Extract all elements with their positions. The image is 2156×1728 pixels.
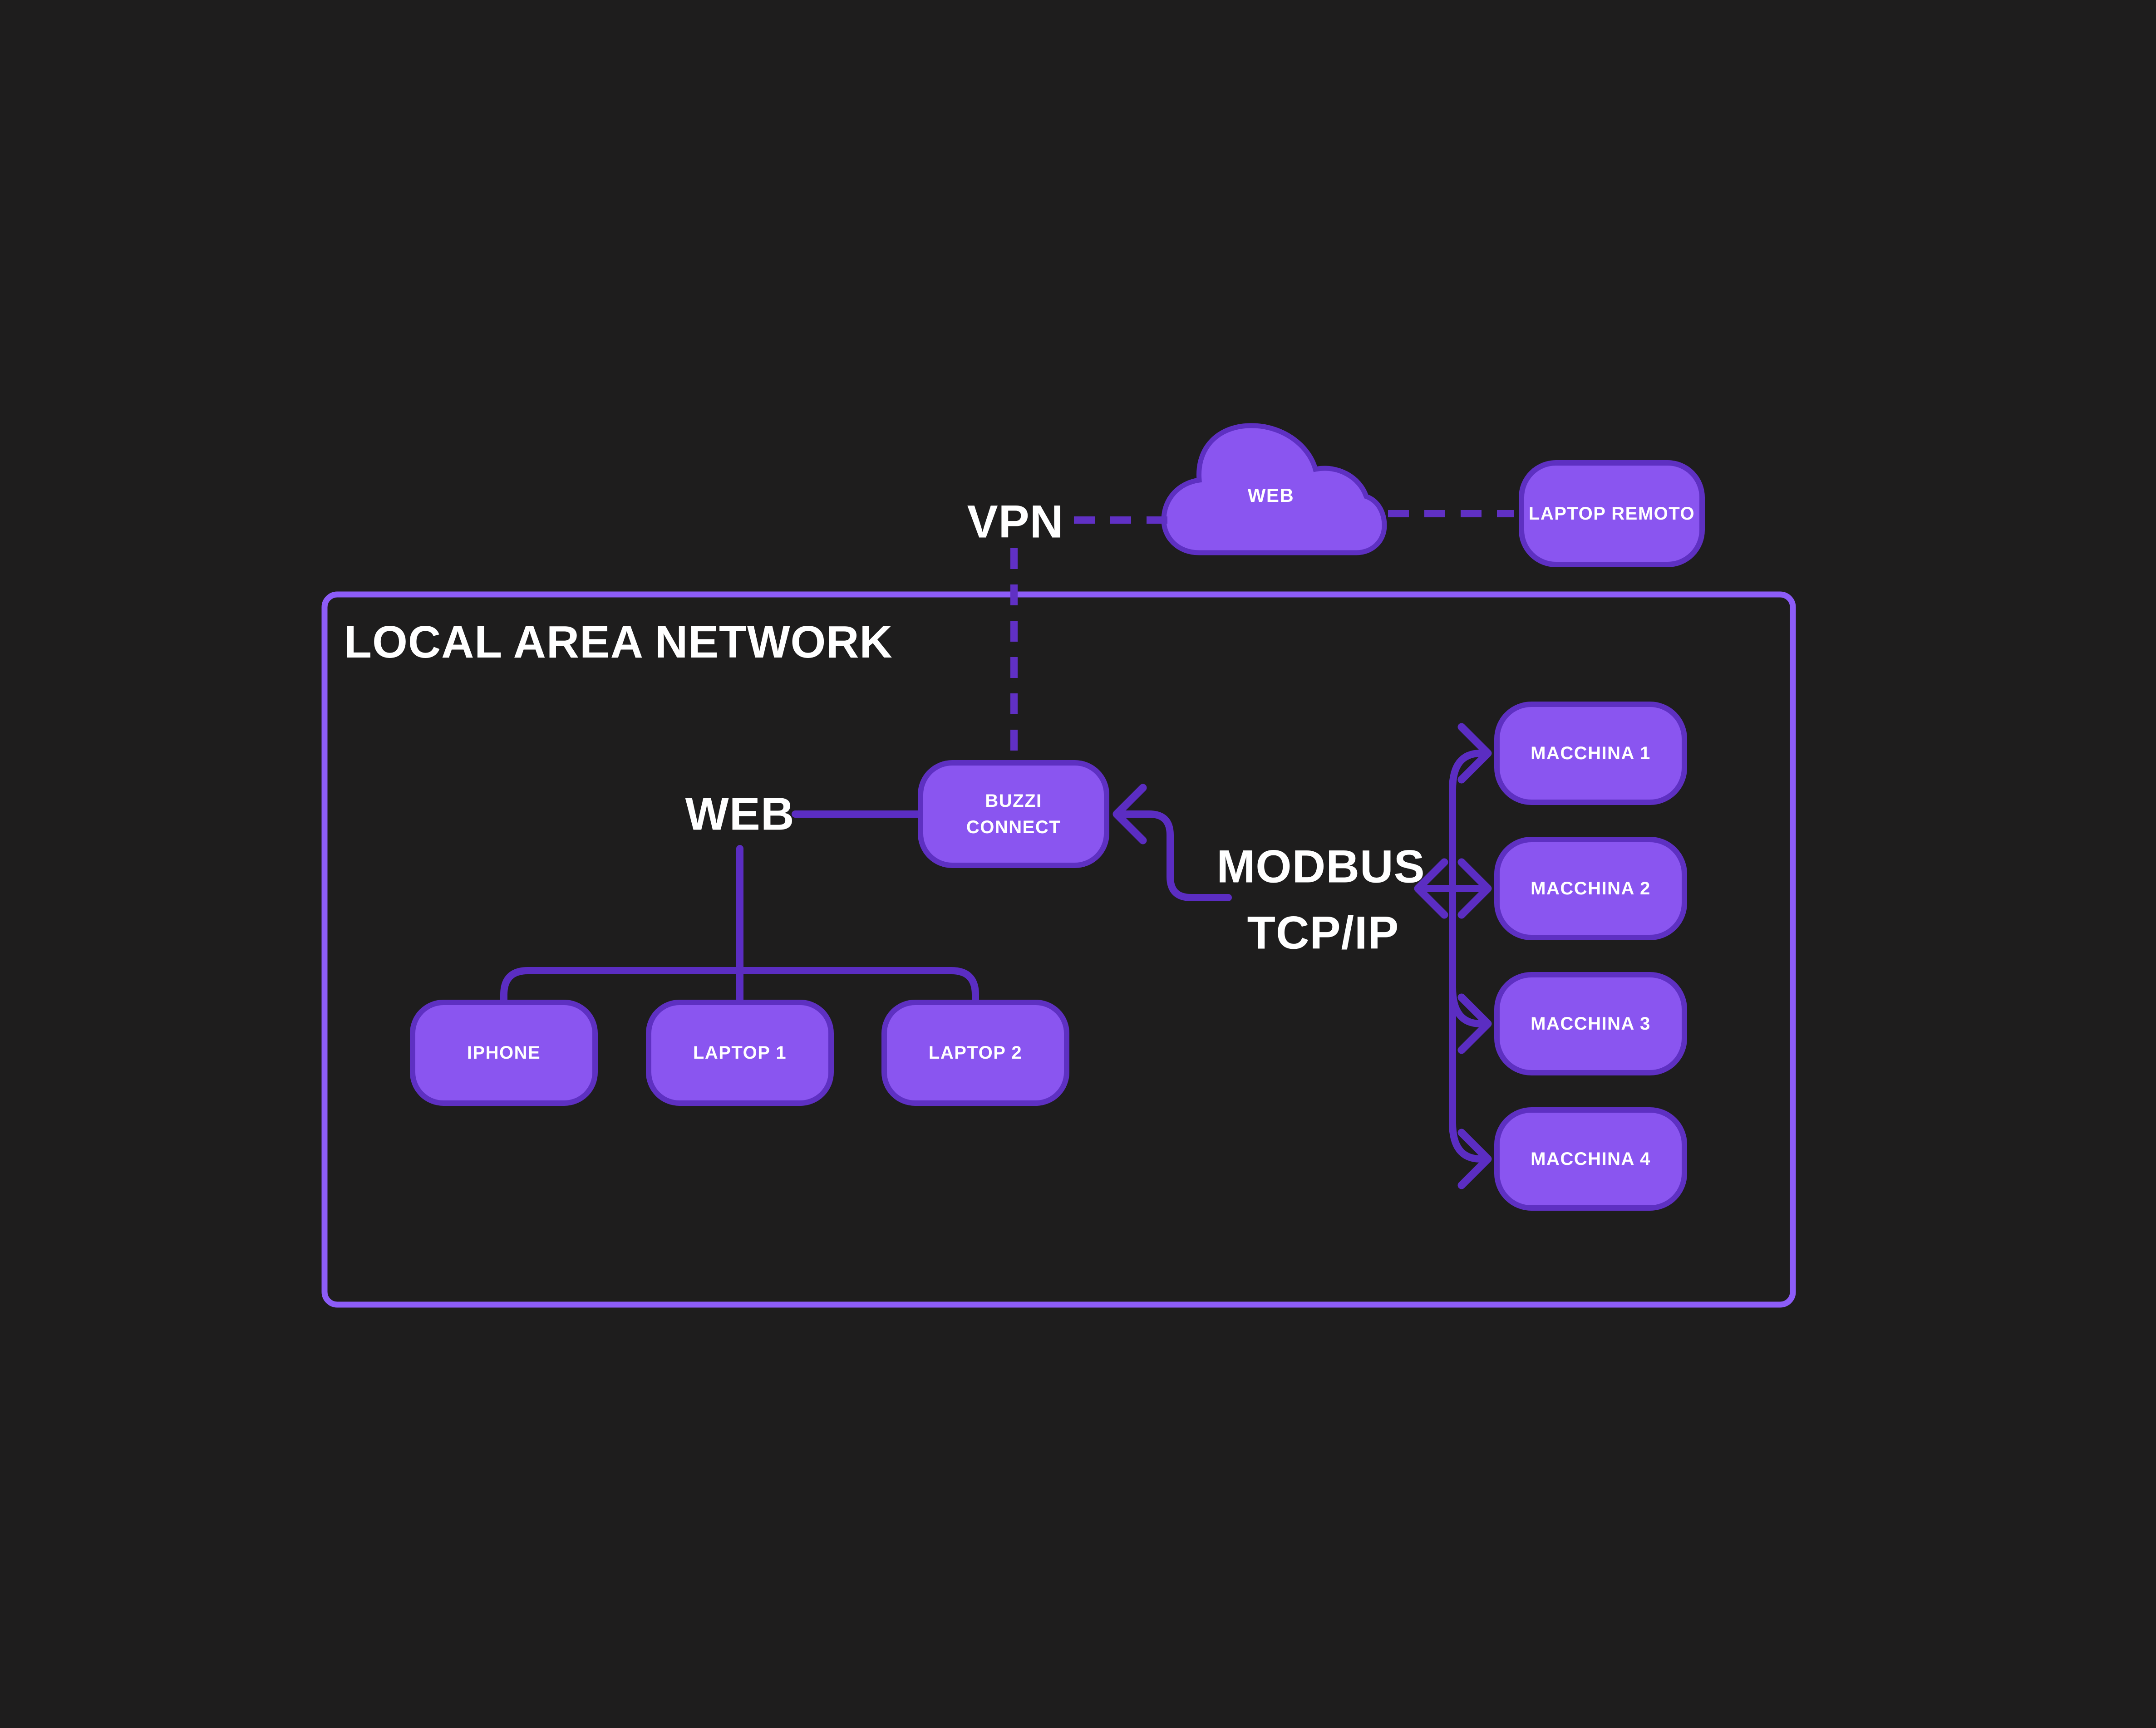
arrowhead-machine-4 <box>1457 1129 1492 1189</box>
node-iphone: IPHONE <box>410 1000 598 1106</box>
node-macchina-1-label: MACCHINA 1 <box>1531 743 1651 763</box>
node-laptop-remoto: LAPTOP REMOTO <box>1519 460 1705 567</box>
node-macchina-1: MACCHINA 1 <box>1494 702 1687 805</box>
node-laptop-1: LAPTOP 1 <box>646 1000 834 1106</box>
node-buzzi-label-line1: BUZZI <box>985 791 1042 811</box>
arrowhead-machine-3 <box>1457 993 1492 1054</box>
devices-tree-connector <box>500 967 979 1003</box>
node-macchina-2: MACCHINA 2 <box>1494 837 1687 940</box>
node-macchina-4: MACCHINA 4 <box>1494 1107 1687 1211</box>
node-iphone-label: IPHONE <box>467 1043 541 1063</box>
vpn-label: VPN <box>967 496 1064 548</box>
cloud-icon <box>1161 423 1387 555</box>
node-macchina-3-label: MACCHINA 3 <box>1531 1014 1651 1034</box>
node-laptop-1-label: LAPTOP 1 <box>693 1043 787 1063</box>
tcpip-label: TCP/IP <box>1247 907 1399 959</box>
arrowhead-machine-2 <box>1457 858 1492 919</box>
node-macchina-3: MACCHINA 3 <box>1494 972 1687 1075</box>
machines-trunk <box>1449 750 1484 1163</box>
lan-title: LOCAL AREA NETWORK <box>344 617 893 668</box>
arrowhead-machine-1 <box>1457 723 1492 784</box>
node-laptop-remoto-label: LAPTOP REMOTO <box>1528 504 1695 524</box>
arrowhead-into-buzzi <box>1112 784 1147 844</box>
cloud-web-label: WEB <box>1247 485 1295 506</box>
web-label: WEB <box>685 788 795 840</box>
modbus-label: MODBUS <box>1216 840 1425 893</box>
node-laptop-2-label: LAPTOP 2 <box>928 1043 1023 1063</box>
machine-3-branch <box>1449 984 1484 1027</box>
lan-boundary-box <box>321 591 1796 1308</box>
node-macchina-2-label: MACCHINA 2 <box>1531 879 1651 898</box>
arrowhead-left-modbus <box>1414 858 1448 919</box>
node-buzzi-connect: BUZZI CONNECT <box>918 760 1109 868</box>
node-macchina-4-label: MACCHINA 4 <box>1531 1149 1651 1169</box>
node-laptop-2: LAPTOP 2 <box>881 1000 1069 1106</box>
modbus-buzzi-curve <box>1119 810 1232 901</box>
node-buzzi-label-line2: CONNECT <box>966 817 1061 837</box>
